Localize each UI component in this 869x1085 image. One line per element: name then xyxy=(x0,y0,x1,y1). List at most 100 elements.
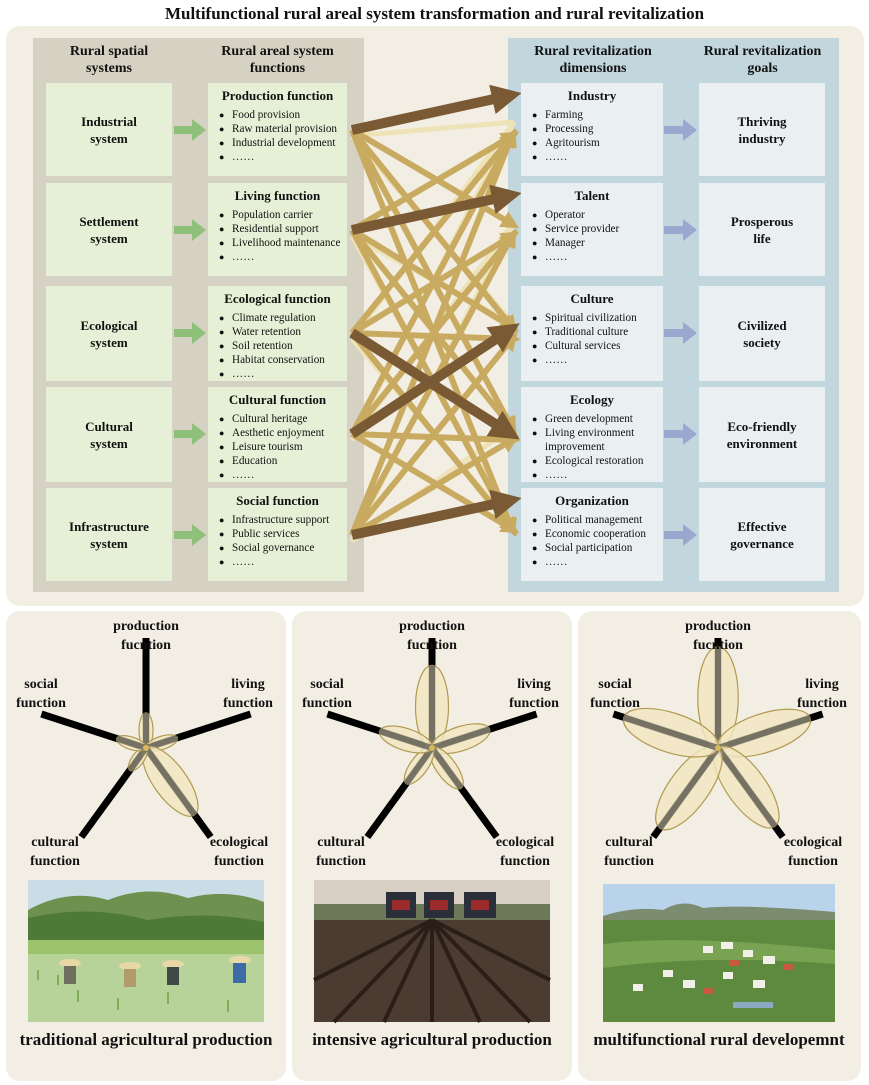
petal-axis-overlay xyxy=(717,715,811,751)
petal-cultural-function xyxy=(655,745,723,831)
weak-link xyxy=(351,119,515,139)
function-item: Climate regulation xyxy=(219,311,347,325)
green-arrow xyxy=(174,322,206,344)
dimension-item: …… xyxy=(532,353,663,367)
label-cultural-function: cultural function xyxy=(604,835,654,869)
strong-link xyxy=(349,323,520,439)
strong-link xyxy=(350,184,522,235)
petal-axis-overlay xyxy=(715,746,778,829)
dimension-title: Culture xyxy=(570,291,614,306)
caption-multifunctional: multifunctional rural developemnt xyxy=(593,1030,845,1049)
dimension-item: Living environment improvement xyxy=(532,426,663,454)
petal-axis-overlay xyxy=(431,726,491,751)
petal-axis-overlay xyxy=(403,746,435,786)
medium-link xyxy=(350,227,520,332)
label-living-function: living function xyxy=(223,677,273,711)
goal-box-thriving-industry: Thriving industry xyxy=(699,83,825,176)
medium-link xyxy=(349,129,518,335)
function-flower-traditional xyxy=(40,638,252,840)
green-arrow xyxy=(174,119,206,141)
green-arrow xyxy=(174,524,206,546)
dimension-item: …… xyxy=(532,150,663,164)
center-point xyxy=(429,745,435,751)
function-box-living: Living function Population carrierReside… xyxy=(208,183,347,276)
label-living-function: living function xyxy=(509,677,559,711)
dimension-title: Talent xyxy=(574,188,610,203)
strong-link xyxy=(350,84,522,135)
dimension-item: Operator xyxy=(532,208,663,222)
function-title: Cultural function xyxy=(228,392,327,407)
dimension-box-industry: Industry FarmingProcessingAgritourism…… xyxy=(521,83,663,176)
dimension-item: …… xyxy=(532,555,663,569)
petal-axis-overlay xyxy=(143,746,197,817)
dimension-item: Service provider xyxy=(532,222,663,236)
function-title: Social function xyxy=(236,493,319,508)
dimension-box-culture: Culture Spiritual civilizationTraditiona… xyxy=(521,286,663,381)
figure-title: Multifunctional rural areal system trans… xyxy=(164,4,705,23)
petal-axis-overlay xyxy=(429,746,464,790)
dimension-item: Traditional culture xyxy=(532,325,663,339)
goal-box-prosperous-life: Prosperous life xyxy=(699,183,825,276)
function-item: …… xyxy=(219,555,347,569)
green-arrow xyxy=(174,423,206,445)
connection-arrows xyxy=(349,84,522,544)
petal-axis-overlay xyxy=(115,735,147,751)
function-box-ecological: Ecological function Climate regulationWa… xyxy=(208,286,347,381)
function-title: Production function xyxy=(221,88,334,103)
dimension-item: Green development xyxy=(532,412,663,426)
strong-link xyxy=(350,489,522,540)
goal-box-effective-governance: Effective governance xyxy=(699,488,825,581)
function-item: Soil retention xyxy=(219,339,347,353)
header-areal-functions: Rural areal system functions xyxy=(221,44,334,76)
dimension-item: Social participation xyxy=(532,541,663,555)
dimension-title: Organization xyxy=(555,493,629,508)
dimension-item: Processing xyxy=(532,122,663,136)
function-item: …… xyxy=(219,468,347,482)
function-box-production: Production function Food provisionRaw ma… xyxy=(208,83,347,176)
label-cultural-function: cultural function xyxy=(316,835,366,869)
medium-link xyxy=(350,435,520,538)
function-item: Social governance xyxy=(219,541,347,555)
function-item: …… xyxy=(219,250,347,264)
goal-box-civilized-society: Civilized society xyxy=(699,286,825,381)
blue-arrow xyxy=(664,119,697,141)
function-flower-intensive xyxy=(326,638,538,840)
function-item: Food provision xyxy=(219,108,347,122)
blue-arrow xyxy=(664,219,697,241)
function-item: Education xyxy=(219,454,347,468)
petal-social-function xyxy=(378,725,433,754)
function-item: Public services xyxy=(219,527,347,541)
function-title: Ecological function xyxy=(224,291,331,306)
medium-link xyxy=(349,332,518,537)
dimension-title: Industry xyxy=(567,88,617,103)
function-item: Aesthetic enjoyment xyxy=(219,426,347,440)
system-box-industrial: Industrial system xyxy=(46,83,172,176)
label-social-function: social function xyxy=(590,677,640,711)
row-arrows xyxy=(174,119,697,546)
header-spatial-systems: Rural spatial systems xyxy=(69,44,149,76)
label-social-function: social function xyxy=(302,677,352,711)
function-item: Population carrier xyxy=(219,208,347,222)
center-point xyxy=(143,745,149,751)
dimension-box-ecology: Ecology Green developmentLiving environm… xyxy=(521,387,663,482)
petal-axis-overlay xyxy=(657,746,721,830)
blue-arrow xyxy=(664,423,697,445)
function-item: Industrial development xyxy=(219,136,347,150)
dimension-item: Cultural services xyxy=(532,339,663,353)
function-flower-multifunctional xyxy=(612,638,824,840)
label-production-function: production fucntion xyxy=(399,619,465,653)
dimension-item: Farming xyxy=(532,108,663,122)
function-item: Leisure tourism xyxy=(219,440,347,454)
label-living-function: living function xyxy=(797,677,847,711)
function-item: Livelihood maintenance xyxy=(219,236,347,250)
function-title: Living function xyxy=(234,188,321,203)
function-item: Raw material provision xyxy=(219,122,347,136)
label-ecological-function: ecological function xyxy=(209,835,269,869)
label-ecological-function: ecological function xyxy=(495,835,555,869)
system-box-ecological: Ecological system xyxy=(46,286,172,381)
system-box-cultural: Cultural system xyxy=(46,387,172,482)
farmers-planting-rice-photo xyxy=(28,880,264,1022)
function-item: Residential support xyxy=(219,222,347,236)
function-item: …… xyxy=(219,367,347,381)
dimension-item: Agritourism xyxy=(532,136,663,150)
